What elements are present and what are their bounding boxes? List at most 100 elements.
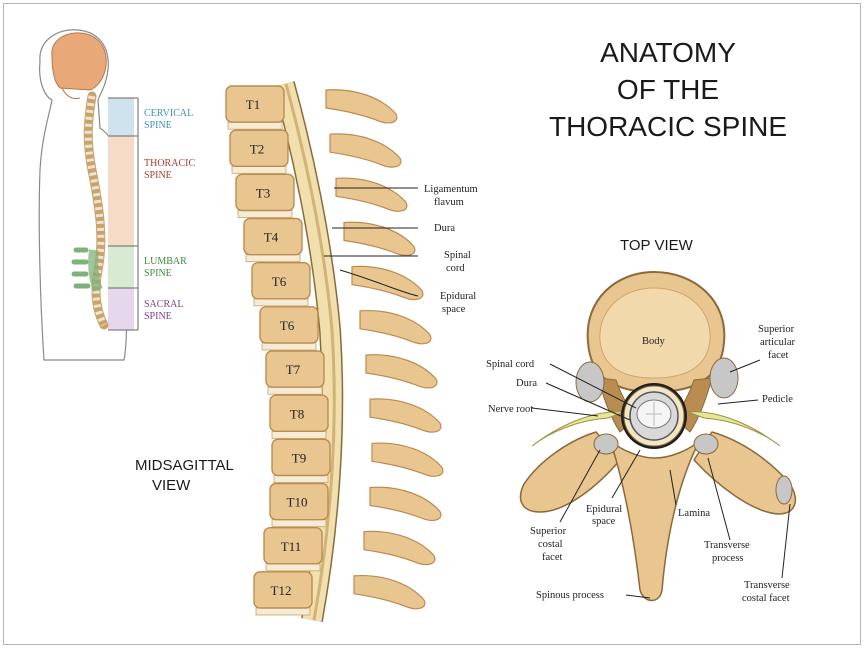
vertebra-label: T4 (264, 230, 279, 245)
spinous-processes (325, 89, 444, 610)
left-costal-facet (593, 433, 619, 455)
vertebra-label: T6 (280, 318, 295, 333)
vertebral-body-2 (229, 129, 289, 168)
mini-spine (71, 91, 109, 330)
label-ligamentum-line2: flavum (434, 197, 464, 208)
intervertebral-disc (245, 254, 301, 263)
title-line-1: ANATOMY (600, 37, 736, 68)
leader-epidural (339, 269, 419, 297)
intervertebral-disc (265, 563, 321, 572)
vertebral-body-8 (269, 394, 329, 433)
label-sup-articular-line1: Superior (758, 324, 795, 335)
vertebral-body-5 (251, 261, 311, 300)
region-thoracic-line1: THORACIC (144, 158, 195, 169)
left-nerve-root (531, 411, 625, 447)
vertebral-body-10 (269, 482, 329, 521)
spinal-cord-sagittal (274, 81, 342, 622)
leader-top-trans-costal (781, 503, 791, 579)
vertebral-body-9 (271, 438, 331, 477)
region-cervical-line1: CERVICAL (144, 108, 193, 119)
intervertebral-disc (253, 298, 309, 307)
label-top-spinal-cord: Spinal cord (486, 359, 535, 370)
spinous-process-1 (325, 89, 398, 124)
spinous-process-4 (343, 221, 416, 256)
vertebral-body-6 (259, 306, 319, 344)
vertebral-body-1 (225, 85, 285, 123)
vertebral-body-4 (243, 217, 303, 256)
intervertebral-disc (237, 210, 293, 218)
intervertebral-disc (231, 165, 287, 174)
label-epidural-line1: Epidural (440, 291, 476, 302)
label-sup-costal-line1: Superior (530, 526, 567, 537)
spinous-process-7 (365, 354, 438, 389)
leader-top-dura (545, 382, 631, 421)
spinous-process-11 (363, 530, 436, 566)
image-frame (3, 3, 861, 645)
top-view-label: TOP VIEW (620, 237, 694, 254)
intervertebral-disc (227, 121, 283, 130)
left-transverse-process (519, 431, 621, 513)
spinous-process-5 (351, 265, 424, 301)
spinous-process-2 (329, 133, 402, 168)
intervertebral-disc (273, 475, 329, 483)
spinous-process-9 (371, 442, 444, 477)
region-brackets (108, 97, 139, 331)
spinous-process-12 (353, 575, 426, 610)
intervertebral-disc (261, 342, 317, 351)
label-ligamentum-line1: Ligamentum (424, 184, 478, 195)
right-transverse-process (693, 431, 797, 515)
region-thoracic-line2: SPINE (144, 170, 172, 181)
leader-top-sup-articular (729, 359, 761, 373)
skull-shape (51, 32, 107, 91)
midsagittal-label-line2: VIEW (152, 477, 191, 494)
vertebra-label: T7 (286, 362, 301, 377)
vertebra-label: T1 (246, 97, 260, 112)
midsagittal-spine (273, 81, 344, 622)
spinous-process-8 (369, 398, 442, 433)
label-sup-costal-line2: costal (538, 539, 563, 550)
label-transverse-line1: Transverse (704, 540, 750, 551)
leader-top-lamina (669, 469, 677, 506)
thoracic-band (108, 136, 134, 246)
vertebral-body-3 (235, 173, 295, 212)
left-superior-articular-facet (575, 361, 605, 403)
spinous-process-10 (369, 486, 442, 521)
leader-top-spinal-cord (549, 363, 637, 409)
sacral-band (108, 288, 134, 330)
title-line-2: OF THE (617, 74, 719, 105)
label-trans-costal-line2: costal facet (742, 593, 790, 604)
label-spinal-line1: Spinal (444, 250, 471, 261)
spinous-process-3 (335, 177, 408, 212)
intervertebral-disc (271, 430, 327, 439)
label-spinous-process: Spinous process (536, 590, 604, 601)
label-transverse-line2: process (712, 553, 744, 564)
leader-top-sup-costal (559, 449, 601, 523)
label-sup-articular-line3: facet (768, 350, 788, 361)
vertebra-label: T12 (271, 583, 292, 598)
vertebra-label: T10 (287, 495, 308, 510)
leader-top-nerve-root (531, 407, 599, 417)
label-top-epidural-line2: space (592, 516, 616, 527)
spinous-process-shape (609, 439, 701, 602)
vertebra-label: T6 (272, 274, 287, 289)
leader-top-spinous (625, 594, 651, 599)
vertebra-label: T9 (292, 450, 306, 465)
leader-top-epidural (611, 449, 641, 499)
right-costal-facet (693, 433, 719, 455)
top-view-vertebra (519, 270, 797, 602)
vertebra-label: T2 (250, 141, 264, 156)
vertebral-body-7 (265, 350, 325, 388)
cervical-band (108, 98, 134, 136)
label-sup-costal-line3: facet (542, 552, 562, 563)
label-lamina: Lamina (678, 508, 710, 519)
region-sacral-line2: SPINE (144, 311, 172, 322)
label-sup-articular-line2: articular (760, 337, 795, 348)
right-superior-articular-facet (709, 357, 739, 399)
midsagittal-label-line1: MIDSAGITTAL (135, 457, 234, 474)
label-spinal-line2: cord (446, 263, 465, 274)
label-dura: Dura (434, 223, 455, 234)
vertebra-label: T8 (290, 406, 304, 421)
region-lumbar-line2: SPINE (144, 268, 172, 279)
vertebra-label: T11 (281, 539, 301, 554)
